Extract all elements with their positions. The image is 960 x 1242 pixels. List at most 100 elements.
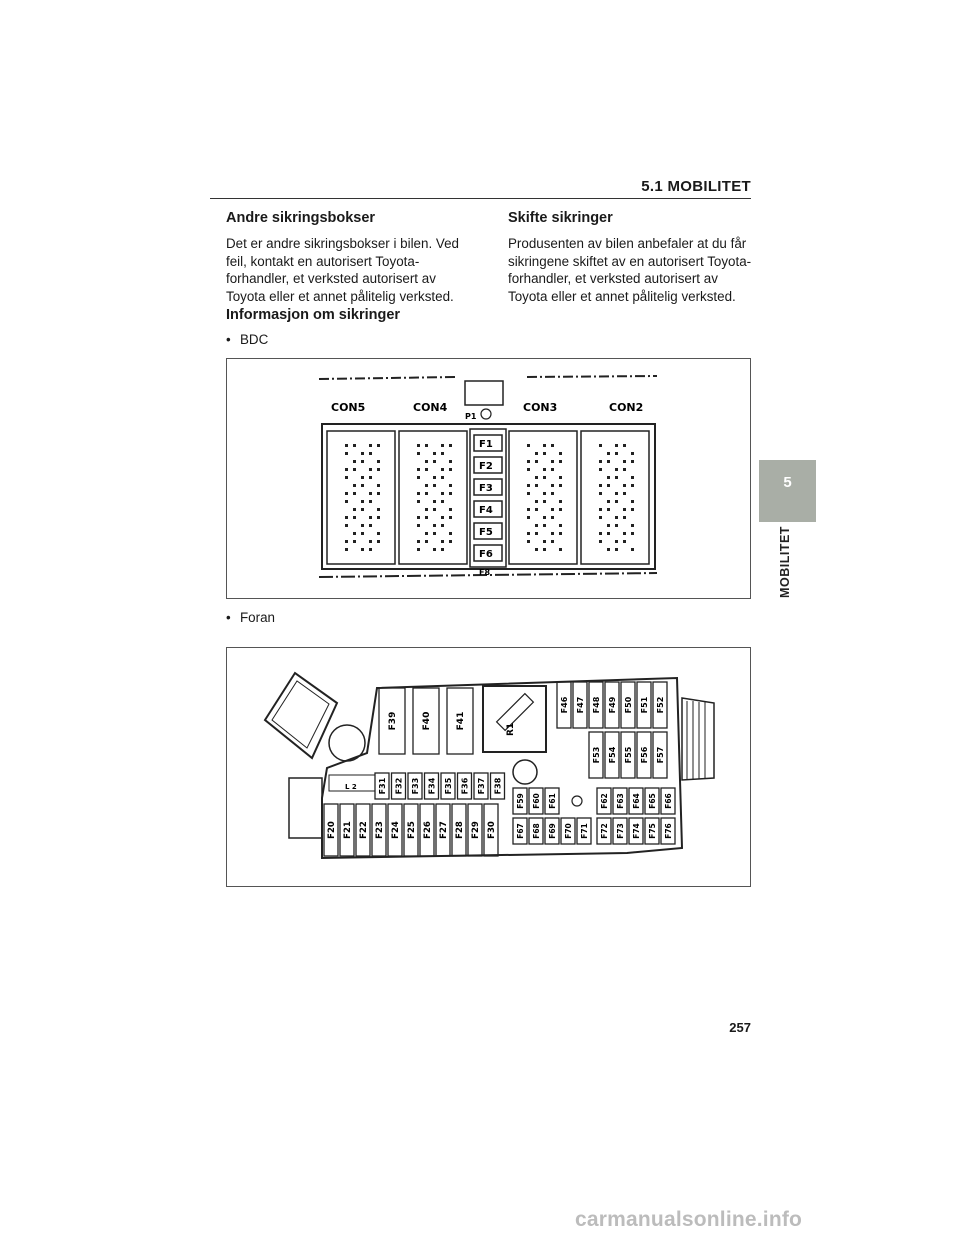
front-fuse-label: F36 bbox=[461, 777, 470, 794]
front-fuse-label: F54 bbox=[608, 746, 617, 763]
front-fuse bbox=[660, 787, 676, 815]
front-fuse bbox=[378, 687, 406, 755]
front-fuse-label: F49 bbox=[608, 696, 617, 713]
front-fuse-label: F72 bbox=[600, 823, 609, 839]
front-fuse-label: F28 bbox=[455, 821, 465, 839]
left-column: Andre sikringsbokser Det er andre sikrin… bbox=[226, 210, 466, 347]
front-fuse bbox=[339, 803, 355, 857]
right-column: Skifte sikringer Produsenten av bilen an… bbox=[508, 210, 753, 305]
front-fuse bbox=[435, 803, 451, 857]
front-fuse-label: F61 bbox=[548, 793, 557, 809]
bdc-connector-label: CON5 bbox=[331, 401, 365, 414]
front-fuse-label: F67 bbox=[516, 823, 525, 839]
chapter-tab-number: 5 bbox=[783, 474, 792, 491]
front-fuse-label: F70 bbox=[564, 823, 573, 839]
front-fuse-label: F21 bbox=[343, 821, 353, 839]
front-fuse-label: F68 bbox=[532, 823, 541, 839]
bdc-fuse-label: F4 bbox=[479, 505, 493, 516]
front-fuse-label: F74 bbox=[632, 823, 641, 839]
front-fuse-label: F33 bbox=[411, 778, 420, 795]
front-fuse-label: F71 bbox=[580, 823, 589, 839]
front-fuse-label: F51 bbox=[640, 696, 649, 713]
front-fuse bbox=[644, 787, 660, 815]
front-fuse-label: F40 bbox=[422, 712, 432, 731]
front-fuse bbox=[628, 817, 644, 845]
front-fuse bbox=[652, 681, 668, 729]
chapter-tab bbox=[759, 460, 816, 522]
front-fuse-label: F34 bbox=[428, 777, 437, 794]
front-fuse-label: F46 bbox=[560, 696, 569, 713]
front-fuse-label: F23 bbox=[375, 821, 385, 839]
front-fuse bbox=[636, 681, 652, 729]
front-fuse-label: F30 bbox=[487, 821, 497, 839]
front-fuse-label: F50 bbox=[624, 696, 633, 713]
front-fuse bbox=[644, 817, 660, 845]
front-fuse bbox=[403, 803, 419, 857]
watermark: carmanualsonline.info bbox=[575, 1208, 803, 1231]
front-fuse-label: F27 bbox=[439, 821, 449, 839]
front-fuse bbox=[636, 731, 652, 779]
front-fuse bbox=[588, 731, 604, 779]
front-fuse bbox=[556, 681, 572, 729]
front-fuse bbox=[596, 787, 612, 815]
front-fuse bbox=[544, 817, 560, 845]
front-fuse bbox=[528, 787, 544, 815]
front-fuse bbox=[660, 817, 676, 845]
section-header: 5.1 MOBILITET bbox=[641, 178, 751, 195]
front-fuse bbox=[483, 803, 499, 857]
front-fuse bbox=[612, 817, 628, 845]
front-fuse-label: F64 bbox=[632, 793, 641, 809]
label-l2: L 2 bbox=[345, 783, 357, 791]
front-fuse-label: F39 bbox=[388, 712, 398, 731]
front-fuse bbox=[628, 787, 644, 815]
bullet-front: •Foran bbox=[226, 610, 275, 625]
front-fuse bbox=[473, 772, 489, 800]
front-fuse bbox=[412, 687, 440, 755]
paragraph-other-fuse-boxes: Det er andre sikringsbokser i bilen. Ved… bbox=[226, 236, 459, 304]
heading-other-fuse-boxes: Andre sikringsbokser bbox=[226, 210, 376, 226]
front-fuse bbox=[528, 817, 544, 845]
front-fuse bbox=[652, 731, 668, 779]
front-fuse bbox=[544, 787, 560, 815]
front-fuse bbox=[440, 772, 456, 800]
front-fuse bbox=[512, 787, 528, 815]
bdc-connector-label: CON4 bbox=[413, 401, 448, 414]
chapter-tab-label: MOBILITET bbox=[778, 526, 792, 598]
bdc-fuse bbox=[473, 478, 503, 496]
bdc-connector-label: CON2 bbox=[609, 401, 643, 414]
front-fuse-label: F47 bbox=[576, 697, 585, 714]
front-fuse-label: F62 bbox=[600, 793, 609, 809]
front-fuse-label: F41 bbox=[456, 712, 466, 731]
front-fuse bbox=[467, 803, 483, 857]
front-fuse bbox=[419, 803, 435, 857]
front-fuse bbox=[489, 772, 506, 800]
front-fuse bbox=[371, 803, 387, 857]
bdc-fuse bbox=[473, 500, 503, 518]
bullet-bdc-text: BDC bbox=[240, 332, 269, 347]
bdc-fuse bbox=[473, 456, 503, 474]
front-fuse bbox=[560, 817, 576, 845]
bullet-front-text: Foran bbox=[240, 610, 275, 625]
front-fuse-label: F32 bbox=[395, 778, 404, 795]
bdc-fuse-label: F2 bbox=[479, 461, 493, 472]
bdc-fuse bbox=[473, 522, 503, 540]
front-fuse-label: F29 bbox=[471, 821, 481, 839]
paragraph-replace-fuses: Produsenten av bilen anbefaler at du får… bbox=[508, 236, 752, 304]
bdc-fuse bbox=[473, 544, 503, 562]
front-fuse bbox=[456, 772, 473, 800]
front-fuse-label: F52 bbox=[656, 697, 665, 714]
front-fuse bbox=[390, 772, 407, 800]
front-fuse-label: F57 bbox=[656, 747, 665, 764]
front-fuse bbox=[620, 681, 636, 729]
front-fuse-label: F37 bbox=[477, 778, 486, 795]
front-fuse-label: F22 bbox=[359, 821, 369, 839]
front-fuse bbox=[446, 687, 474, 755]
page-number: 257 bbox=[729, 1020, 751, 1035]
front-fuse-label: F53 bbox=[592, 747, 601, 764]
front-fuse bbox=[355, 803, 371, 857]
front-fuse bbox=[387, 803, 403, 857]
front-fuse-label: F24 bbox=[391, 821, 401, 839]
